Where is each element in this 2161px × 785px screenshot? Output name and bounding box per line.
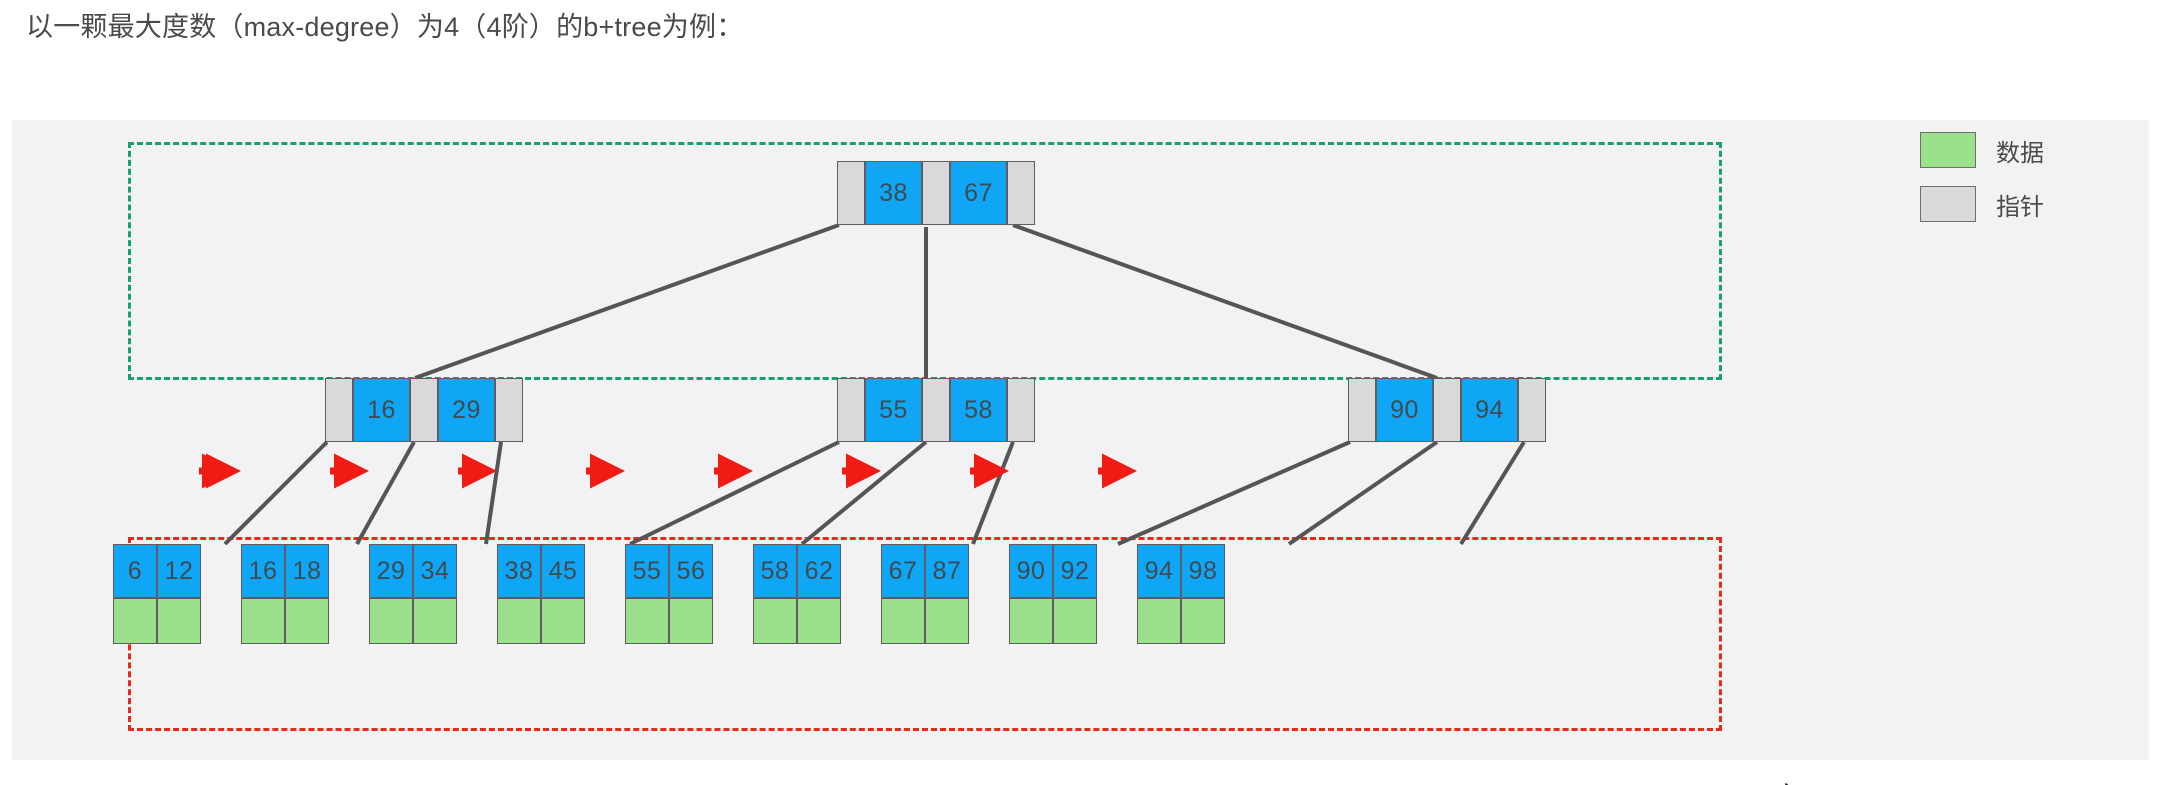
leaf-node-5-keys: 55 56 xyxy=(625,544,713,598)
leaf-node-4[interactable]: 38 45 xyxy=(497,544,585,644)
root-pointer-0 xyxy=(837,161,865,225)
leaf-node-4-data-1 xyxy=(541,598,585,644)
leaf-node-3-data xyxy=(369,598,457,644)
leaf-node-1-data-0 xyxy=(113,598,157,644)
leaf-node-7[interactable]: 67 87 xyxy=(881,544,969,644)
internal-node-3-pointer-0 xyxy=(1348,378,1376,442)
leaf-node-1-key-0: 6 xyxy=(113,544,157,598)
leaf-node-7-keys: 67 87 xyxy=(881,544,969,598)
leaf-node-9-key-1: 98 xyxy=(1181,544,1225,598)
internal-node-2-key-0: 55 xyxy=(865,378,922,442)
internal-node-3[interactable]: 90 94 xyxy=(1348,378,1546,442)
root-key-0: 38 xyxy=(865,161,922,225)
leaf-node-5-data xyxy=(625,598,713,644)
internal-node-1-key-1: 29 xyxy=(438,378,495,442)
diagram-panel: 38 67 16 29 55 58 90 94 xyxy=(12,120,2149,785)
leaf-node-6-data-0 xyxy=(753,598,797,644)
internal-node-1-pointer-0 xyxy=(325,378,353,442)
root-node[interactable]: 38 67 xyxy=(837,161,1035,225)
leaf-node-4-key-0: 38 xyxy=(497,544,541,598)
leaf-node-8-keys: 90 92 xyxy=(1009,544,1097,598)
leaf-node-4-key-1: 45 xyxy=(541,544,585,598)
leaf-node-3-keys: 29 34 xyxy=(369,544,457,598)
leaf-node-6-data-1 xyxy=(797,598,841,644)
leaf-node-8[interactable]: 90 92 xyxy=(1009,544,1097,644)
leaf-node-6-keys: 58 62 xyxy=(753,544,841,598)
internal-node-3-key-0: 90 xyxy=(1376,378,1433,442)
leaf-node-6-key-0: 58 xyxy=(753,544,797,598)
leaf-node-1-keys: 6 12 xyxy=(113,544,201,598)
leaf-node-8-data-0 xyxy=(1009,598,1053,644)
leaf-node-4-data xyxy=(497,598,585,644)
legend-label-data: 数据 xyxy=(1996,139,2044,167)
leaf-node-2[interactable]: 16 18 xyxy=(241,544,329,644)
leaf-node-1-data-1 xyxy=(157,598,201,644)
internal-node-2-key-1: 58 xyxy=(950,378,1007,442)
legend: 数据 指针 xyxy=(1920,132,2044,222)
leaf-node-7-data-1 xyxy=(925,598,969,644)
leaf-node-3[interactable]: 29 34 xyxy=(369,544,457,644)
leaf-node-5-key-0: 55 xyxy=(625,544,669,598)
leaf-node-3-key-0: 29 xyxy=(369,544,413,598)
leaf-node-8-key-0: 90 xyxy=(1009,544,1053,598)
leaf-node-6[interactable]: 58 62 xyxy=(753,544,841,644)
leaf-node-7-data xyxy=(881,598,969,644)
leaf-node-6-key-1: 62 xyxy=(797,544,841,598)
leaf-node-6-data xyxy=(753,598,841,644)
leaf-node-3-data-0 xyxy=(369,598,413,644)
leaf-node-1-data xyxy=(113,598,201,644)
leaf-node-2-data-1 xyxy=(285,598,329,644)
root-pointer-1 xyxy=(922,161,950,225)
internal-node-2-pointer-0 xyxy=(837,378,865,442)
leaf-node-7-data-0 xyxy=(881,598,925,644)
leaf-node-9-data-0 xyxy=(1137,598,1181,644)
leaf-node-2-key-1: 18 xyxy=(285,544,329,598)
leaf-node-3-data-1 xyxy=(413,598,457,644)
internal-node-1[interactable]: 16 29 xyxy=(325,378,523,442)
leaf-node-5[interactable]: 55 56 xyxy=(625,544,713,644)
internal-node-2[interactable]: 55 58 xyxy=(837,378,1035,442)
pointer-swatch-icon xyxy=(1920,186,1976,222)
internal-node-1-pointer-2 xyxy=(495,378,523,442)
data-swatch-icon xyxy=(1920,132,1976,168)
leaf-node-7-key-0: 67 xyxy=(881,544,925,598)
legend-item-pointer: 指针 xyxy=(1920,186,2044,222)
leaf-node-8-data-1 xyxy=(1053,598,1097,644)
internal-node-1-key-0: 16 xyxy=(353,378,410,442)
leaf-node-9-key-0: 94 xyxy=(1137,544,1181,598)
root-key-1: 67 xyxy=(950,161,1007,225)
root-pointer-2 xyxy=(1007,161,1035,225)
leaf-node-8-data xyxy=(1009,598,1097,644)
leaf-node-9-keys: 94 98 xyxy=(1137,544,1225,598)
internal-node-2-pointer-1 xyxy=(922,378,950,442)
leaf-node-8-key-1: 92 xyxy=(1053,544,1097,598)
leaf-node-9[interactable]: 94 98 xyxy=(1137,544,1225,644)
leaf-node-4-data-0 xyxy=(497,598,541,644)
internal-node-1-pointer-1 xyxy=(410,378,438,442)
leaf-node-5-key-1: 56 xyxy=(669,544,713,598)
leaf-node-3-key-1: 34 xyxy=(413,544,457,598)
legend-label-pointer: 指针 xyxy=(1996,193,2044,221)
leaf-node-2-data-0 xyxy=(241,598,285,644)
leaf-node-9-data xyxy=(1137,598,1225,644)
leaf-node-4-keys: 38 45 xyxy=(497,544,585,598)
leaf-node-1-key-1: 12 xyxy=(157,544,201,598)
internal-node-3-pointer-2 xyxy=(1518,378,1546,442)
leaf-node-2-keys: 16 18 xyxy=(241,544,329,598)
internal-node-3-pointer-1 xyxy=(1433,378,1461,442)
internal-node-3-key-1: 94 xyxy=(1461,378,1518,442)
leaf-node-5-data-0 xyxy=(625,598,669,644)
leaf-node-9-data-1 xyxy=(1181,598,1225,644)
leaf-node-2-data xyxy=(241,598,329,644)
internal-node-2-pointer-2 xyxy=(1007,378,1035,442)
leaf-node-5-data-1 xyxy=(669,598,713,644)
leaf-node-7-key-1: 87 xyxy=(925,544,969,598)
leaf-node-2-key-0: 16 xyxy=(241,544,285,598)
leaf-node-1[interactable]: 6 12 xyxy=(113,544,201,644)
page-title: 以一颗最大度数（max-degree）为4（4阶）的b+tree为例： xyxy=(26,12,744,42)
legend-item-data: 数据 xyxy=(1920,132,2044,168)
